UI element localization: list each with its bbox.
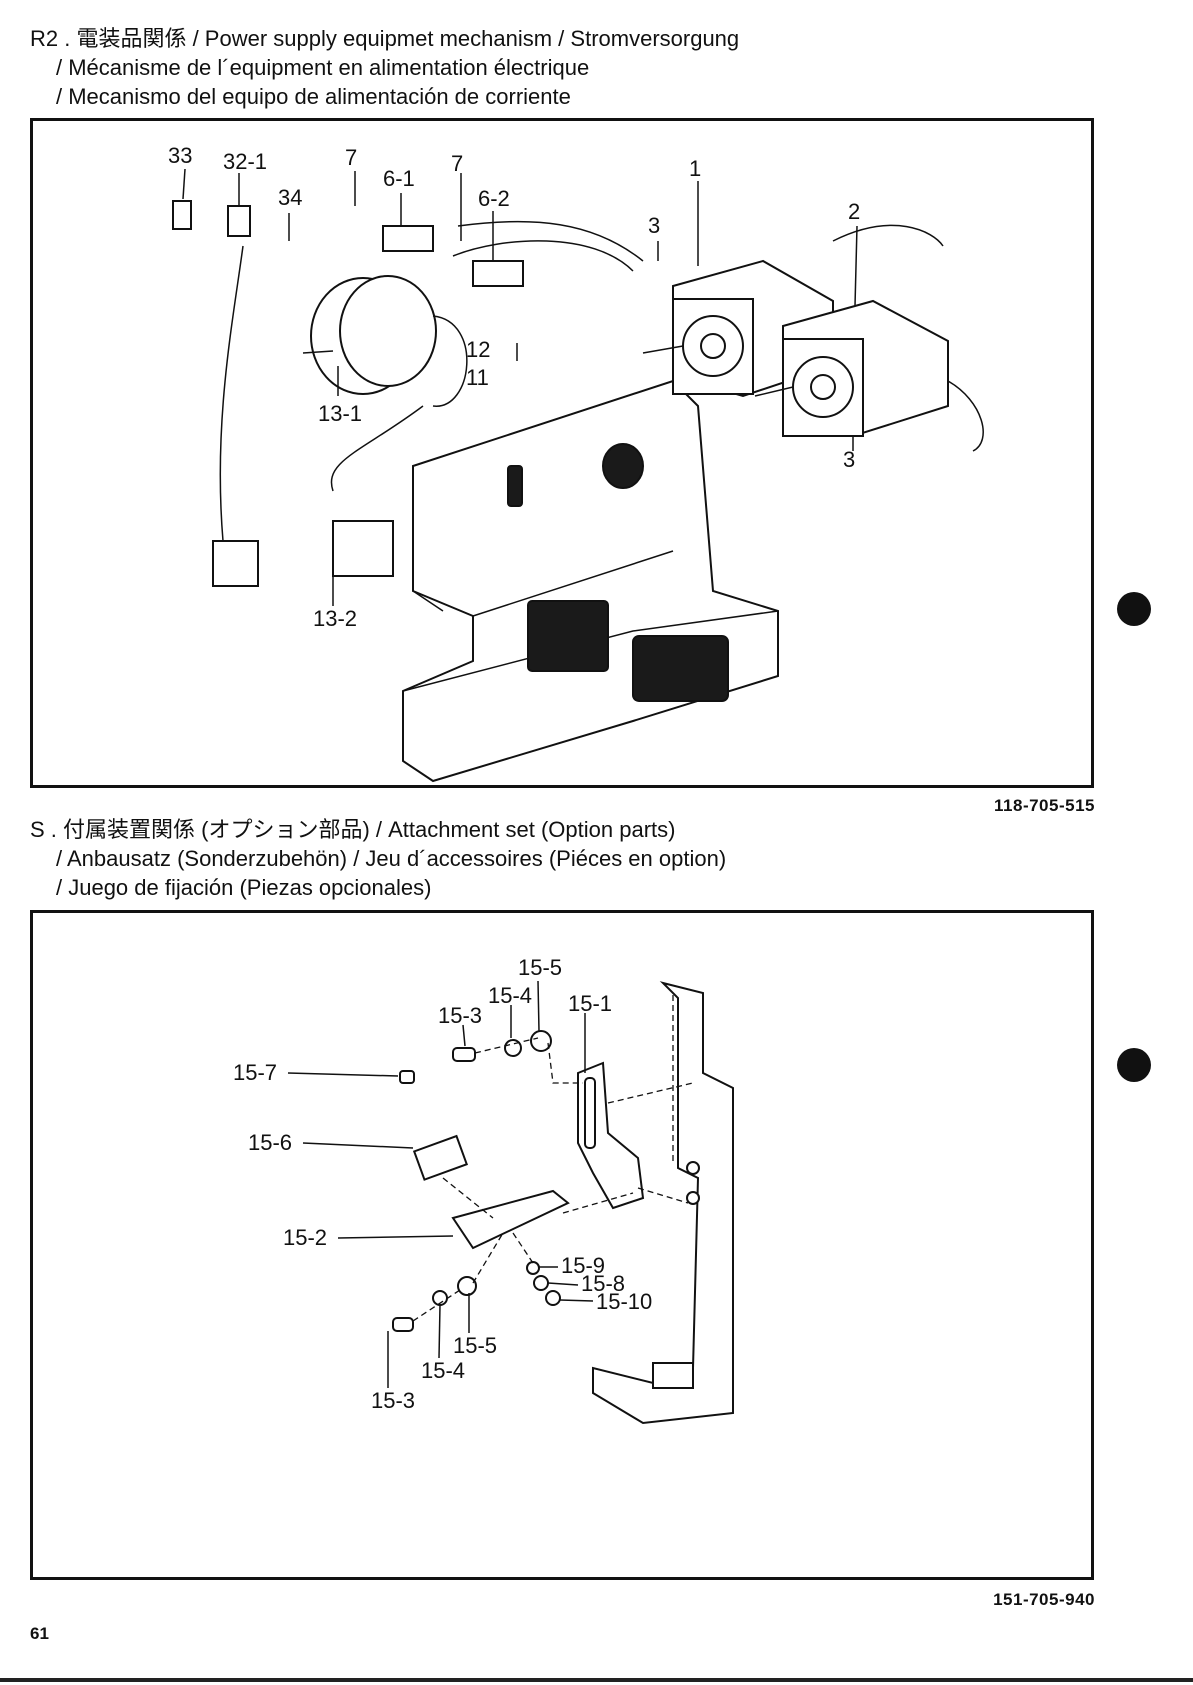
section-r2-title-line1: R2 . 電装品関係 / Power supply equipmet mecha… [30,26,740,51]
margin-bullet-top [1117,592,1151,626]
margin-bullet-bottom [1117,1048,1151,1082]
sensor-bracket-6-1 [382,225,434,252]
cover-33 [172,200,192,230]
callout-15-4-a: 15-4 [488,983,532,1008]
machine-body-illustration [402,379,779,783]
callout-3-b: 3 [843,447,855,472]
sensor-bracket-6-2 [472,260,524,287]
page-number: 61 [30,1624,49,1643]
callout-32-1: 32-1 [223,149,267,174]
callout-6-1: 6-1 [383,166,415,191]
sensor-15-6 [412,1134,469,1181]
callout-15-10: 15-10 [596,1289,652,1314]
section-s-heading: S . 付属装置関係 (オプション部品) / Attachment set (O… [30,815,726,902]
callout-34: 34 [278,185,302,210]
section-s-title-line1: S . 付属装置関係 (オプション部品) / Attachment set (O… [30,817,676,842]
section-r2-heading: R2 . 電装品関係 / Power supply equipmet mecha… [30,24,739,111]
callout-15-4-b: 15-4 [421,1358,465,1383]
r2-exploded-diagram: 33 32-1 34 7 6-1 7 6-2 1 3 2 12 11 13-1 … [30,118,1094,788]
callout-7-a: 7 [345,145,357,170]
callout-15-6: 15-6 [248,1130,292,1155]
motor-block-1 [527,600,609,672]
callout-15-7: 15-7 [233,1060,277,1085]
callout-13-2: 13-2 [313,606,357,631]
s-diagram-drawing: 15-5 15-4 15-3 15-1 15-7 15-6 15-2 15-9 … [233,955,734,1425]
callout-7-b: 7 [451,151,463,176]
section-r2-title-line2: / Mécanisme de l´equipment en alimentati… [56,55,590,80]
callout-15-3-b: 15-3 [371,1388,415,1413]
callout-12: 12 [466,337,490,362]
connector-13-2 [332,520,394,577]
r2-diagram-code: 118-705-515 [994,796,1095,815]
callout-11: 11 [466,365,489,390]
sensor-block [602,443,644,489]
small-motor-illustration [302,275,468,492]
section-r2-title-line3: / Mecanismo del equipo de alimentación d… [56,84,571,109]
callout-15-2: 15-2 [283,1225,327,1250]
motor-1-illustration [642,259,834,398]
callout-1: 1 [689,156,701,181]
s-exploded-diagram: 15-5 15-4 15-3 15-1 15-7 15-6 15-2 15-9 … [30,910,1094,1580]
callout-15-9: 15-9 [561,1253,605,1278]
connector-32-1 [212,540,259,587]
callout-15-1: 15-1 [568,991,612,1016]
callout-15-3-a: 15-3 [438,1003,482,1028]
callout-33: 33 [168,143,192,168]
section-s-title-line2: / Anbausatz (Sonderzubehön) / Jeu d´acce… [56,846,727,871]
callout-15-5-a: 15-5 [518,955,562,980]
mounting-plate [592,981,734,1425]
callout-6-2: 6-2 [478,186,510,211]
motor-2-illustration [754,299,984,452]
bottom-rule [0,1678,1193,1682]
s-diagram-code: 151-705-940 [993,1590,1095,1609]
plate-15-2 [451,1189,570,1250]
callout-15-8: 15-8 [581,1271,625,1296]
callout-3-a: 3 [648,213,660,238]
callout-2: 2 [848,199,860,224]
motor-block-2 [632,635,729,702]
section-s-title-line3: / Juego de fijación (Piezas opcionales) [56,875,432,900]
r2-diagram-drawing: 33 32-1 34 7 6-1 7 6-2 1 3 2 12 11 13-1 … [168,143,984,783]
callout-15-5-b: 15-5 [453,1333,497,1358]
sensor-32-1 [227,205,251,237]
callout-13-1: 13-1 [318,401,362,426]
